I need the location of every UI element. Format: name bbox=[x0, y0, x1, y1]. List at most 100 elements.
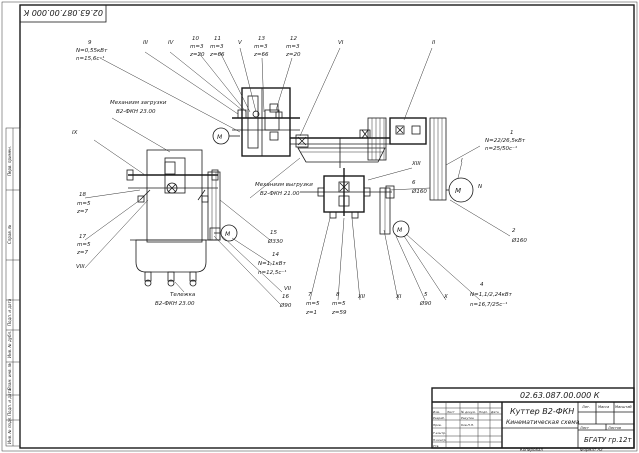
callout: m=5 bbox=[77, 242, 91, 248]
callout: 13 bbox=[258, 36, 265, 42]
side-label: Инв. № подл. bbox=[7, 416, 12, 444]
annotations: 9 N=0,55кВт n=15,6с⁻¹ Механизм загрузки … bbox=[72, 36, 527, 316]
callout: z=20 bbox=[285, 52, 301, 58]
callout: VII bbox=[284, 286, 291, 292]
callout: Ø160 bbox=[411, 188, 427, 195]
inner-frame bbox=[19, 4, 635, 449]
callout: 16 bbox=[282, 294, 289, 300]
org: БГАТУ гр.12т bbox=[584, 436, 633, 444]
callout: z=66 bbox=[253, 52, 269, 58]
callout: Ø90 bbox=[419, 300, 432, 307]
title-code: 02.63.087.00.000 К bbox=[520, 391, 600, 400]
callout: 7 bbox=[308, 292, 312, 298]
motor-4 bbox=[392, 220, 410, 238]
callout: z=20 bbox=[189, 52, 205, 58]
tb-col: Подп. bbox=[479, 410, 488, 414]
callout: 18 bbox=[79, 192, 86, 198]
tb-right: Масштаб bbox=[615, 405, 632, 409]
stamp-code: 02.63.087.00.000 К bbox=[23, 8, 103, 17]
svg-text:M: M bbox=[397, 227, 403, 234]
tb-col: Лист bbox=[446, 410, 455, 414]
callout: 6 bbox=[412, 180, 416, 186]
callout: N=1,1/2,24кВт bbox=[470, 292, 513, 298]
tb-name: Ков.П.П. bbox=[461, 423, 474, 427]
callout: 15 bbox=[270, 230, 277, 236]
callout: X bbox=[443, 294, 448, 300]
svg-text:M: M bbox=[217, 134, 223, 141]
callout: z=7 bbox=[76, 209, 88, 215]
title-subtitle: Кинематическая схема bbox=[506, 419, 580, 426]
callout: z=66 bbox=[209, 52, 225, 58]
callout: n=25/50с⁻¹ bbox=[485, 145, 517, 152]
callout: 9 bbox=[88, 40, 92, 46]
callout: 5 bbox=[424, 292, 428, 298]
callout: Механизм выгрузки bbox=[255, 182, 313, 188]
callout: 2 bbox=[512, 228, 516, 234]
cart-tub bbox=[135, 239, 207, 273]
callout: XIII bbox=[411, 161, 421, 167]
bowl bbox=[297, 147, 386, 163]
title-block: 02.63.087.00.000 К Куттер В2-ФКН Кинемат… bbox=[431, 387, 635, 452]
callout: IX bbox=[72, 130, 78, 136]
tb-row: Т.контр. bbox=[433, 431, 446, 435]
tb-right: Масса bbox=[598, 405, 609, 409]
svg-text:M: M bbox=[225, 231, 231, 238]
side-label: Справ. № bbox=[7, 225, 12, 244]
svg-text:M: M bbox=[455, 187, 461, 195]
callout: 11 bbox=[214, 36, 221, 42]
gearbox-II bbox=[389, 117, 427, 145]
tb-col: № докум. bbox=[460, 410, 476, 414]
side-label: Инв. № дубл. bbox=[7, 331, 12, 358]
tb-right: Лит. bbox=[581, 405, 590, 409]
callout: m=3 bbox=[286, 44, 300, 50]
callout: В2-ФКН 21.00 bbox=[260, 191, 300, 197]
callout: z=1 bbox=[305, 310, 317, 316]
callout: В2-ФКН 23.00 bbox=[155, 301, 195, 307]
callout: Тележка bbox=[170, 292, 196, 298]
tb-name: Ракутин bbox=[461, 416, 474, 420]
callout: n=15,6с⁻¹ bbox=[76, 55, 104, 62]
callout: m=3 bbox=[254, 44, 268, 50]
tb-row: Разраб. bbox=[433, 416, 445, 420]
gearbox-upper bbox=[241, 87, 291, 157]
callout: Механизм загрузки bbox=[110, 100, 167, 106]
tb-row: Утв. bbox=[433, 444, 439, 448]
callout: XI bbox=[395, 294, 402, 300]
callout: I bbox=[461, 158, 463, 164]
callout: II bbox=[432, 40, 436, 46]
callout: N=22/26,5кВт bbox=[485, 138, 526, 144]
tb-row: Н.контр. bbox=[433, 438, 446, 442]
callout: 14 bbox=[272, 252, 279, 258]
motor-14 bbox=[220, 224, 238, 242]
callout: N=1,1кВт bbox=[258, 261, 287, 267]
callout: Ø330 bbox=[267, 238, 283, 245]
callout: III bbox=[143, 40, 148, 46]
knife-pulley-stack bbox=[367, 117, 387, 161]
callout: 8 bbox=[336, 292, 340, 298]
callout: В2-ФКН 23.00 bbox=[116, 109, 156, 115]
callout: N=0,55кВт bbox=[76, 48, 108, 54]
callout: Ø160 bbox=[511, 237, 527, 244]
callout: 10 bbox=[192, 36, 199, 42]
tb-sheet: Листов bbox=[607, 426, 621, 430]
callout: VIII bbox=[76, 264, 85, 270]
kinematic-scheme: M M bbox=[84, 47, 511, 305]
callout: m=3 bbox=[190, 44, 204, 50]
top-stamp: 02.63.087.00.000 К bbox=[19, 4, 107, 23]
callout: m=5 bbox=[77, 201, 91, 207]
format-label: Формат А2 bbox=[580, 447, 603, 452]
tb-col: Дата bbox=[490, 410, 499, 414]
callout: IV bbox=[168, 40, 175, 46]
callout: 17 bbox=[79, 234, 86, 240]
callout: m=5 bbox=[306, 301, 320, 307]
tb-col: Изм. bbox=[433, 410, 440, 414]
callout: m=3 bbox=[210, 44, 224, 50]
callout: Ø90 bbox=[279, 302, 292, 309]
copied-label: Копировал bbox=[520, 447, 543, 452]
callout: n=12,5с⁻¹ bbox=[258, 269, 286, 276]
callout: 1 bbox=[510, 130, 514, 136]
tb-sheet: Лист bbox=[579, 426, 590, 430]
side-label: Взам. инв. № bbox=[7, 363, 12, 390]
